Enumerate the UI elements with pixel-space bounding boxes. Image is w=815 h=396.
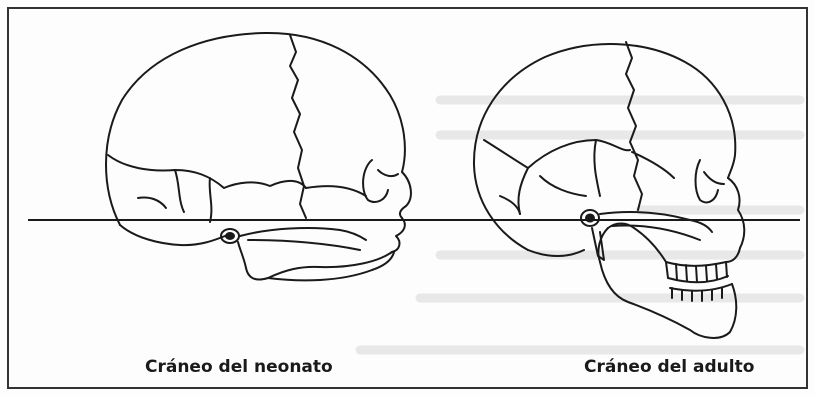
neonate-skull [106, 33, 411, 280]
caption-neonate-skull: Cráneo del neonato [145, 357, 333, 377]
caption-adult-skull: Cráneo del adulto [584, 357, 754, 377]
figure-frame [8, 8, 807, 388]
